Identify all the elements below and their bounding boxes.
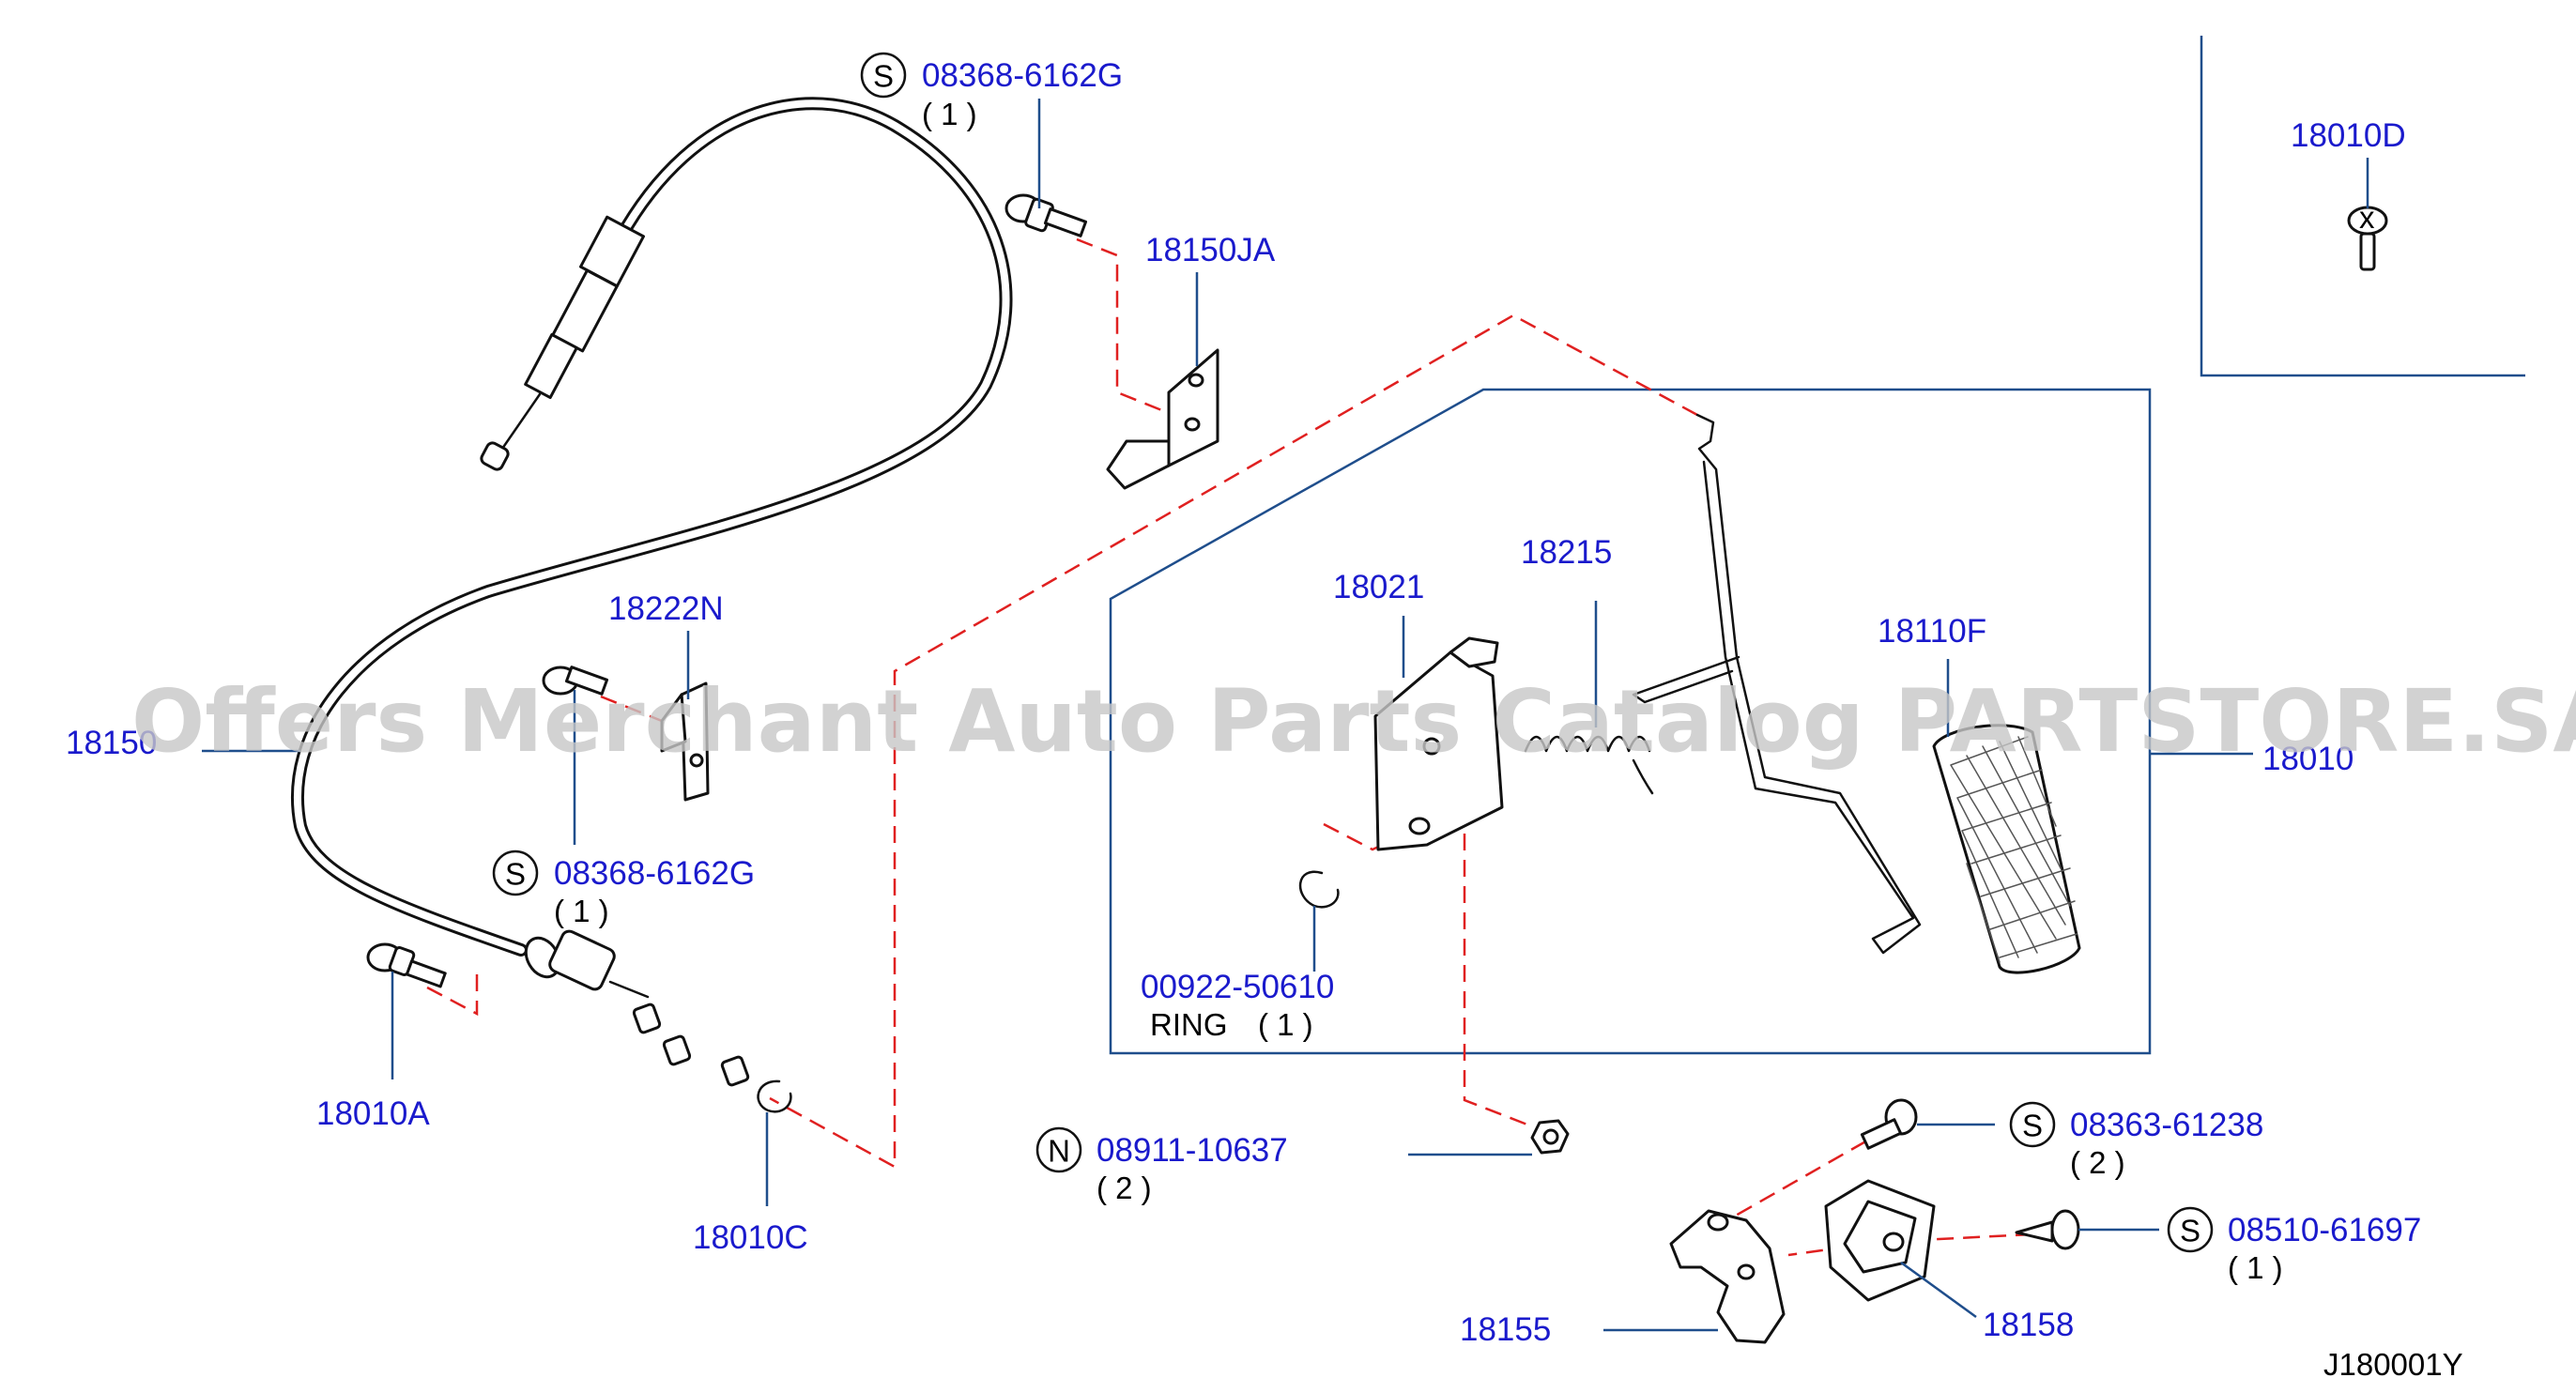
label-stopper[interactable]: 18158 xyxy=(1983,1307,2074,1343)
label-ring-number[interactable]: 00922-50610 xyxy=(1141,969,1334,1005)
callout-prefix-bracket-bolt: S xyxy=(2022,1109,2043,1143)
assembly-line-stopper xyxy=(1787,1232,2033,1257)
screw-part xyxy=(2015,1209,2080,1250)
throttle-cable-part xyxy=(290,97,1013,1087)
svg-text:x: x xyxy=(2359,200,2375,235)
callout-prefix-screw: S xyxy=(2180,1214,2200,1248)
label-bracket-ja[interactable]: 18150JA xyxy=(1145,232,1276,268)
bracket-bolt-part xyxy=(1860,1098,1918,1150)
callout-circle-bracket-bolt xyxy=(2009,1101,2056,1148)
label-ring-name: RING xyxy=(1150,1007,1228,1042)
pedal-arm-part xyxy=(1632,413,1922,955)
inset-frame xyxy=(2200,36,2525,377)
label-bolt-top-qty: ( 1 ) xyxy=(922,97,977,131)
callout-circle-screw xyxy=(2167,1206,2214,1253)
diagram-code: J180001Y xyxy=(2323,1347,2463,1382)
label-clip-c[interactable]: 18010C xyxy=(693,1219,808,1256)
label-bolt-top-number[interactable]: 08368-6162G xyxy=(922,57,1123,94)
label-bolt-mid-qty: ( 1 ) xyxy=(554,894,609,928)
label-clip-n[interactable]: 18222N xyxy=(608,590,724,627)
assembly-line-clip-n xyxy=(600,695,667,725)
label-nut-number[interactable]: 08911-10637 xyxy=(1096,1132,1288,1169)
pedal-pad-part xyxy=(1932,724,2081,974)
label-bolt-mid-number[interactable]: 08368-6162G xyxy=(554,855,755,892)
clip-a-part xyxy=(366,942,447,988)
watermark-text: Offers Merchant Auto Parts Catalog PARTS… xyxy=(131,671,2576,772)
label-clip-d[interactable]: 18010D xyxy=(2291,117,2406,154)
ring-part xyxy=(1298,870,1340,909)
label-pad[interactable]: 18110F xyxy=(1878,613,1986,650)
clip-c-part xyxy=(757,1079,792,1113)
label-nut-qty: ( 2 ) xyxy=(1096,1171,1152,1205)
label-bracket-bolt-qty: ( 2 ) xyxy=(2070,1145,2125,1180)
label-cable[interactable]: 18150 xyxy=(66,725,157,761)
stopper-bracket-part xyxy=(1669,1209,1786,1344)
callout-prefix-bolt-mid: S xyxy=(505,857,526,892)
label-screw-number[interactable]: 08510-61697 xyxy=(2228,1212,2421,1248)
callout-prefix-nut: N xyxy=(1048,1134,1070,1169)
pedal-bracket-part xyxy=(1373,636,1504,851)
clip-n-part xyxy=(542,666,710,802)
pedal-assy-frame xyxy=(1109,388,2152,1055)
assembly-line-bolt-top xyxy=(1076,237,1170,415)
clip-d-part: x xyxy=(2347,200,2388,271)
bracket-ja-part xyxy=(1106,348,1219,490)
assembly-line-main xyxy=(769,314,1698,1170)
label-assy[interactable]: 18010 xyxy=(2262,741,2354,777)
label-spring[interactable]: 18215 xyxy=(1521,534,1612,571)
label-bracket-bolt-number[interactable]: 08363-61238 xyxy=(2070,1107,2263,1143)
callout-prefix-bolt-top: S xyxy=(873,59,894,94)
spring-part xyxy=(1524,735,1654,795)
label-pedal-bracket[interactable]: 18021 xyxy=(1333,569,1424,605)
bolt-top-part xyxy=(1004,193,1088,237)
callout-circle-nut xyxy=(1035,1126,1082,1173)
callout-circle-bolt-mid xyxy=(492,850,539,896)
assembly-line-clip-a xyxy=(426,965,479,1017)
assembly-line-nut xyxy=(1463,781,1533,1128)
nut-part xyxy=(1530,1119,1570,1155)
label-clip-a[interactable]: 18010A xyxy=(316,1095,430,1132)
stopper-part xyxy=(1824,1179,1936,1302)
label-screw-qty: ( 1 ) xyxy=(2228,1250,2283,1285)
callout-circle-bolt-top xyxy=(860,52,907,99)
label-stopper-bracket[interactable]: 18155 xyxy=(1460,1311,1551,1348)
label-ring-qty: ( 1 ) xyxy=(1258,1007,1313,1042)
leader-stopper xyxy=(1900,1261,1977,1319)
assembly-line-bracket xyxy=(1726,1126,1890,1222)
